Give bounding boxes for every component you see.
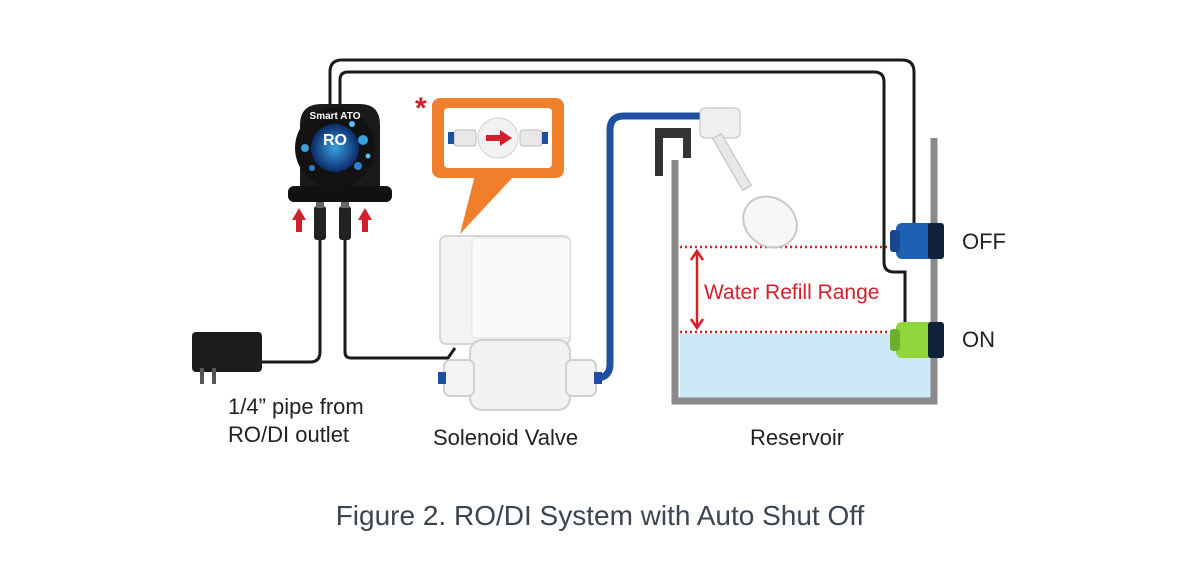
refill-range-arrow [689, 248, 705, 331]
solenoid-valve-icon [438, 235, 602, 411]
adapter-wire [262, 238, 322, 364]
controller-title: Smart ATO [309, 111, 361, 122]
controller-icon [288, 104, 392, 202]
on-label: ON [962, 327, 995, 352]
off-label: OFF [962, 229, 1006, 254]
dc-plug-left-icon [314, 200, 326, 240]
output-pipe [595, 112, 720, 382]
controller-badge: RO [323, 132, 347, 149]
pipe-label-line1: 1/4” pipe from [228, 394, 364, 419]
float-switch-icon [655, 107, 798, 249]
up-arrow-icon [292, 208, 306, 232]
dc-plug-right-icon [339, 200, 351, 240]
figure-caption: Figure 2. RO/DI System with Auto Shut Of… [335, 500, 865, 531]
valve-callout [432, 98, 564, 234]
valve-wire-inner [343, 238, 457, 360]
pipe-label-line2: RO/DI outlet [228, 422, 350, 447]
pipe-label: 1/4” pipe from RO/DI outlet [228, 393, 364, 449]
solenoid-valve-label: Solenoid Valve [433, 425, 579, 450]
reservoir-tank [671, 138, 938, 405]
sensor-wire-outer [328, 58, 916, 235]
callout-asterisk: * [415, 92, 427, 125]
sensor-wire-inner [338, 70, 907, 330]
up-arrow-icon [358, 208, 372, 232]
optical-sensor-off-icon [890, 223, 944, 259]
water-refill-range-label: Water Refill Range [704, 281, 880, 304]
power-adapter-icon [192, 332, 262, 384]
reservoir-label: Reservoir [750, 425, 845, 450]
optical-sensor-on-icon [890, 322, 944, 358]
